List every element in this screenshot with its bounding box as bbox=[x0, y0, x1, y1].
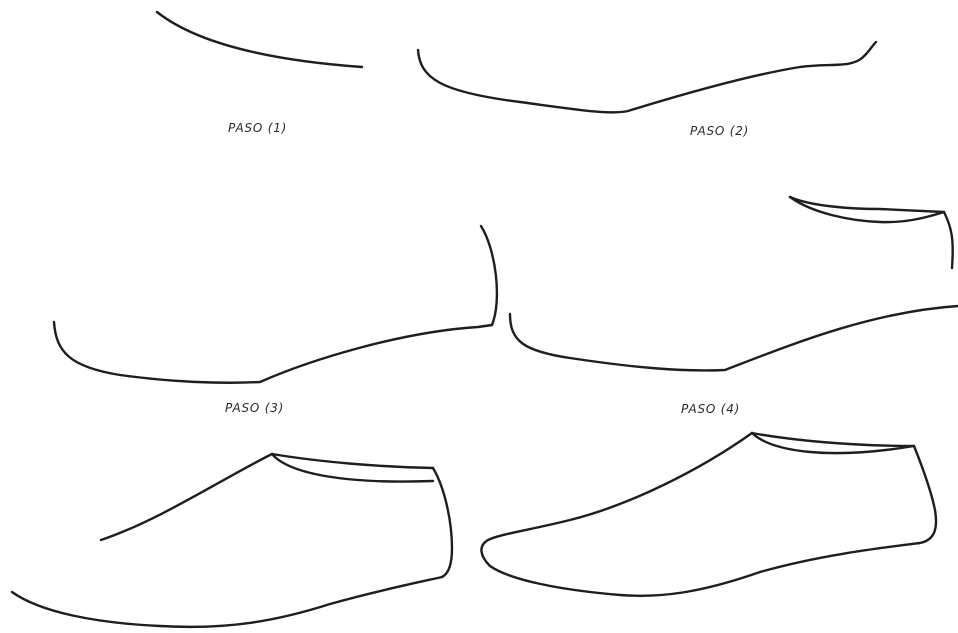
step-3-back-line bbox=[481, 226, 497, 325]
step-1-top-line bbox=[157, 12, 362, 67]
step-2-label: PASO (2) bbox=[690, 124, 749, 138]
step-5-sole-line bbox=[12, 577, 442, 627]
step-4-label: PASO (4) bbox=[681, 402, 740, 416]
step-5-vamp-line bbox=[101, 454, 272, 540]
step-2-sole-line bbox=[418, 42, 876, 112]
step-5-opening-upper bbox=[272, 454, 433, 468]
step-2-sketch bbox=[418, 42, 876, 112]
step-6-sketch bbox=[481, 433, 936, 596]
step-4-sketch bbox=[510, 197, 958, 370]
step-3-label: PASO (3) bbox=[225, 401, 284, 415]
step-4-sole-line bbox=[510, 306, 958, 370]
step-1-label: PASO (1) bbox=[228, 121, 287, 135]
step-6-opening-upper bbox=[752, 433, 914, 446]
step-5-sketch bbox=[12, 454, 452, 627]
step-4-heel-line bbox=[944, 212, 953, 268]
step-3-sole-line bbox=[54, 322, 492, 383]
step-1-sketch bbox=[157, 12, 362, 67]
step-3-sketch bbox=[54, 226, 497, 383]
step-5-heel-line bbox=[433, 468, 452, 577]
step-6-outline bbox=[481, 433, 936, 596]
